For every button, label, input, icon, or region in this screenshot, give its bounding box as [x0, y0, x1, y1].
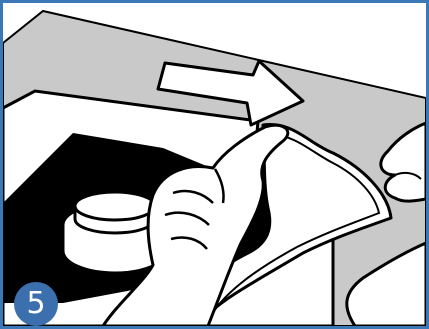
step-illustration: [3, 3, 426, 326]
step-number-badge: 5: [14, 282, 58, 326]
